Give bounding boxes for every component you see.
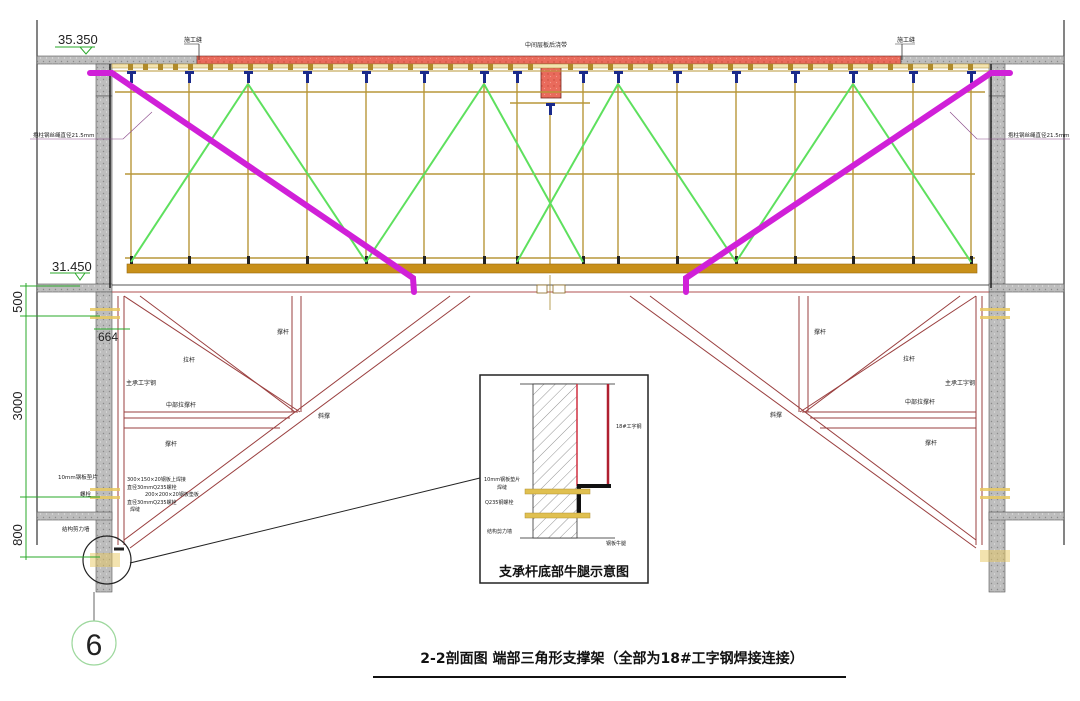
svg-text:拉杆: 拉杆 <box>183 356 195 364</box>
svg-text:撑杆: 撑杆 <box>925 439 937 447</box>
svg-text:主承工字钢: 主承工字钢 <box>126 379 156 387</box>
svg-text:抱柱钢丝绳直径21.5mm: 抱柱钢丝绳直径21.5mm <box>33 131 94 139</box>
diagonal-tie-braces <box>87 70 1013 295</box>
svg-text:支承杆底部牛腿示意图: 支承杆底部牛腿示意图 <box>498 564 629 580</box>
svg-text:直径30mmQ235螺栓: 直径30mmQ235螺栓 <box>127 499 177 506</box>
scaffold <box>111 63 990 274</box>
svg-text:18#工字钢: 18#工字钢 <box>616 423 642 430</box>
drawing-title: 2-2剖面图 端部三角形支撑架（全部为18#工字钢焊接连接） <box>420 650 803 667</box>
svg-text:直径30mmQ235螺栓: 直径30mmQ235螺栓 <box>127 484 177 491</box>
svg-text:500: 500 <box>10 291 25 313</box>
right-wall <box>988 63 1065 593</box>
detail-box <box>479 374 649 584</box>
svg-text:3000: 3000 <box>10 392 25 421</box>
section-marker: 6 <box>71 592 117 666</box>
floor-slab <box>112 284 989 293</box>
svg-text:中间层板后浇带: 中间层板后浇带 <box>525 41 567 49</box>
svg-text:800: 800 <box>10 524 25 546</box>
svg-text:664: 664 <box>98 330 118 344</box>
detail-callout <box>82 477 481 585</box>
elevation-markers <box>50 46 95 281</box>
svg-text:中部拉撑杆: 中部拉撑杆 <box>905 398 935 406</box>
svg-text:拉杆: 拉杆 <box>903 355 915 363</box>
svg-text:施工缝: 施工缝 <box>184 36 202 44</box>
svg-text:200×200×20钢板垫板: 200×200×20钢板垫板 <box>145 491 199 498</box>
svg-text:螺栓: 螺栓 <box>80 490 92 498</box>
svg-text:焊缝: 焊缝 <box>130 506 140 513</box>
svg-text:结构剪力墙: 结构剪力墙 <box>62 525 90 533</box>
svg-text:施工缝: 施工缝 <box>897 36 915 44</box>
triangular-steel-frame <box>117 295 983 549</box>
svg-text:35.350: 35.350 <box>58 32 98 47</box>
svg-text:结构剪力墙: 结构剪力墙 <box>487 528 512 535</box>
svg-text:300×150×20钢板上焊接: 300×150×20钢板上焊接 <box>127 476 186 483</box>
svg-text:撑杆: 撑杆 <box>165 440 177 448</box>
outer-walls <box>36 20 1065 545</box>
svg-text:10mm钢板垫片: 10mm钢板垫片 <box>484 476 520 483</box>
svg-text:10mm钢板垫片: 10mm钢板垫片 <box>58 473 98 481</box>
svg-text:主承工字钢: 主承工字钢 <box>945 379 975 387</box>
dimension-lines <box>20 283 130 560</box>
center-marks <box>536 275 566 310</box>
svg-text:中部拉撑杆: 中部拉撑杆 <box>166 401 196 409</box>
svg-text:斜撑: 斜撑 <box>318 412 330 420</box>
svg-text:31.450: 31.450 <box>52 259 92 274</box>
svg-text:钢板牛腿: 钢板牛腿 <box>606 540 626 547</box>
base-jacks <box>130 256 973 264</box>
svg-text:撑杆: 撑杆 <box>814 328 826 336</box>
svg-text:6: 6 <box>86 629 103 662</box>
svg-text:焊缝: 焊缝 <box>497 484 507 491</box>
left-wall <box>36 63 113 593</box>
svg-text:Q235钢螺栓: Q235钢螺栓 <box>485 499 513 506</box>
svg-text:抱柱钢丝绳直径21.5mm: 抱柱钢丝绳直径21.5mm <box>1008 131 1069 139</box>
svg-text:斜撑: 斜撑 <box>770 411 782 419</box>
svg-text:撑杆: 撑杆 <box>277 328 289 336</box>
adjustable-jacks <box>127 71 976 115</box>
